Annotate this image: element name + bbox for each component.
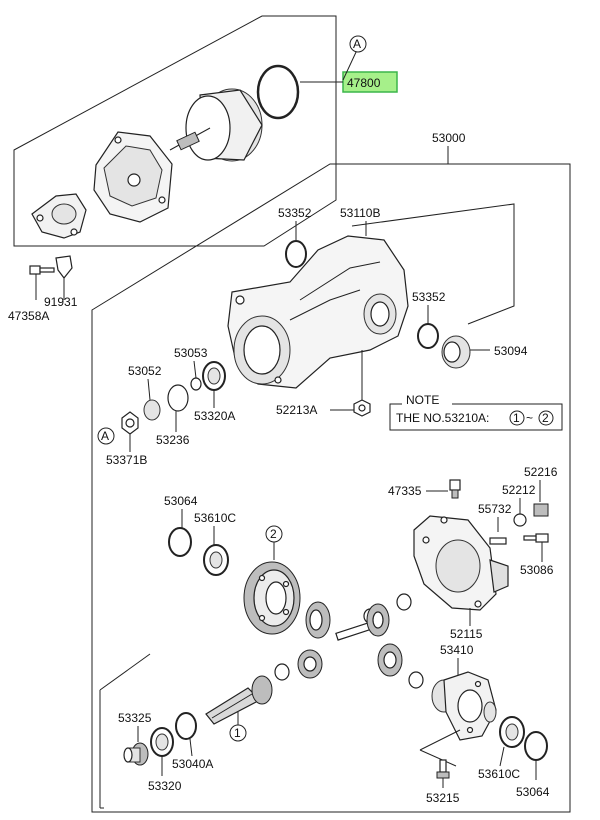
- shim-53236: [167, 384, 189, 412]
- svg-text:1: 1: [513, 411, 520, 425]
- cap-53094: [441, 335, 471, 369]
- label-47800[interactable]: 47800: [347, 76, 381, 90]
- bearing-53610c-upper: [203, 544, 229, 576]
- label-53215[interactable]: 53215: [426, 791, 460, 805]
- bracket-91931: [55, 255, 73, 279]
- seal-53352-right: [417, 323, 439, 349]
- pinion-subassembly-frame: [13, 15, 337, 247]
- nut-52213a: [353, 399, 371, 417]
- label-91931[interactable]: 91931: [44, 295, 78, 309]
- side-gear-right: [366, 603, 390, 637]
- label-53040a[interactable]: 53040A: [172, 757, 213, 771]
- pinion-drum: [169, 88, 263, 162]
- label-52213a[interactable]: 52213A: [276, 403, 317, 417]
- label-52216[interactable]: 52216: [524, 465, 558, 479]
- label-47358a[interactable]: 47358A: [8, 309, 49, 323]
- seal-53352-left: [285, 240, 307, 268]
- pinion-shaft: [335, 622, 372, 641]
- label-53371b[interactable]: 53371B: [106, 453, 147, 467]
- label-53352-left[interactable]: 53352: [278, 206, 312, 220]
- svg-text:2: 2: [270, 527, 277, 541]
- bearing-53320a: [202, 361, 226, 391]
- marker-a-top: [349, 35, 367, 53]
- carrier-housing-53110b: [227, 235, 409, 389]
- main-assembly-frame: [91, 163, 571, 813]
- bolt-53215: [436, 759, 450, 779]
- label-53000[interactable]: 53000: [432, 131, 466, 145]
- thrust-washer-b: [396, 593, 412, 611]
- label-53052[interactable]: 53052: [128, 364, 162, 378]
- label-53610c-upper[interactable]: 53610C: [194, 511, 236, 525]
- label-52212[interactable]: 52212: [502, 483, 536, 497]
- breather-47335: [449, 479, 461, 499]
- thrust-washer-d: [408, 671, 424, 689]
- label-53086[interactable]: 53086: [520, 563, 554, 577]
- bolt-53086: [523, 533, 549, 543]
- note-title: NOTE: [406, 393, 439, 407]
- race-53040a: [175, 712, 197, 740]
- label-53236[interactable]: 53236: [156, 433, 190, 447]
- thrust-washer-c: [274, 663, 290, 681]
- label-53320a[interactable]: 53320A: [194, 409, 235, 423]
- label-53110b[interactable]: 53110B: [340, 206, 380, 220]
- marker-one: [229, 724, 247, 742]
- spacer-53325: [123, 742, 149, 766]
- label-53325[interactable]: 53325: [118, 711, 152, 725]
- stud-55732: [489, 537, 507, 545]
- label-55732[interactable]: 55732: [478, 502, 512, 516]
- svg-text:2: 2: [542, 411, 549, 425]
- note-text: THE NO.53210A:: [396, 411, 489, 425]
- spacer-53053: [190, 377, 202, 391]
- o-ring-47800: [256, 64, 300, 120]
- drive-pinion: [205, 675, 273, 725]
- svg-text:A: A: [101, 429, 109, 443]
- label-53094[interactable]: 53094: [494, 344, 528, 358]
- race-53064-upper: [168, 527, 192, 557]
- differential-case-53410: [431, 671, 497, 741]
- pinion-gear-upper: [297, 649, 323, 679]
- gasket-52212: [513, 513, 527, 527]
- note-box: NOTE THE NO.53210A: 1 ~ 2: [389, 393, 563, 431]
- label-53320[interactable]: 53320: [148, 779, 182, 793]
- companion-flange: [31, 193, 87, 239]
- spacer-53052: [143, 399, 161, 421]
- svg-text:~: ~: [526, 411, 533, 425]
- bearing-53320: [150, 727, 174, 757]
- rear-cover-52115: [413, 515, 509, 611]
- marker-a-left: [97, 427, 115, 445]
- nut-53371b: [121, 411, 139, 435]
- label-53352-right[interactable]: 53352: [412, 290, 446, 304]
- side-gear-left: [305, 601, 331, 639]
- svg-text:A: A: [353, 37, 361, 51]
- bearing-53610c-lower: [499, 716, 525, 748]
- label-47335[interactable]: 47335: [388, 484, 422, 498]
- label-53610c-lower[interactable]: 53610C: [478, 767, 520, 781]
- svg-text:1: 1: [234, 726, 241, 740]
- plug-52216: [533, 503, 549, 517]
- label-53053[interactable]: 53053: [174, 346, 208, 360]
- bolt-47358a: [29, 265, 55, 275]
- label-53064-lower[interactable]: 53064: [516, 785, 550, 799]
- label-53064-upper[interactable]: 53064: [164, 494, 198, 508]
- pinion-gear-lower: [377, 643, 403, 677]
- label-52115[interactable]: 52115: [450, 627, 483, 641]
- label-53410[interactable]: 53410: [440, 643, 474, 657]
- pinion-cover-housing: [93, 131, 173, 223]
- ring-gear: [243, 561, 301, 635]
- race-53064-lower: [524, 731, 548, 761]
